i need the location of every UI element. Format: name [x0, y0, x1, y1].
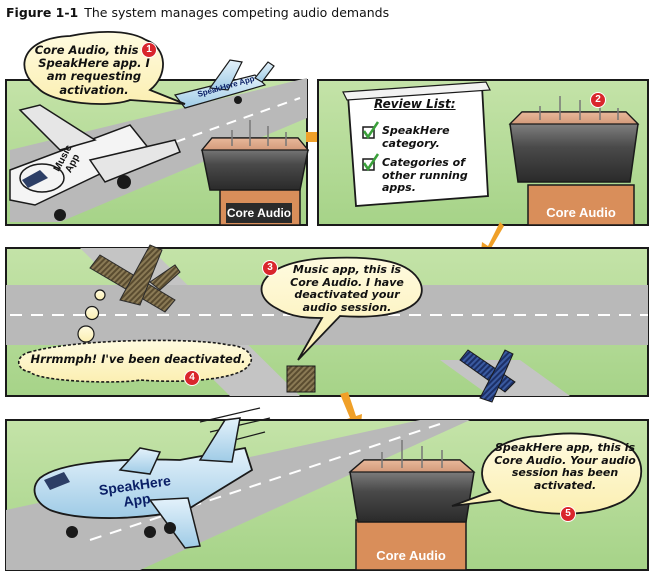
- tower-1: [200, 120, 310, 226]
- step-badge-5: 5: [560, 506, 576, 522]
- checkmark-icon: [362, 121, 380, 140]
- thought-dot: [77, 325, 95, 343]
- step-badge-2: 2: [590, 92, 606, 108]
- panel-3: [5, 244, 649, 403]
- thought-dot: [94, 289, 106, 301]
- panel-1: [5, 31, 310, 226]
- tower-top-view: [286, 365, 316, 393]
- music-plane-shadow: [89, 244, 181, 313]
- figure-title: The system manages competing audio deman…: [84, 5, 390, 20]
- deactivation-bubble-text: Music app, this is Core Audio. I have de…: [290, 263, 404, 314]
- tower-4: [348, 440, 476, 571]
- step-badge-4: 4: [184, 370, 200, 386]
- step-badge-3: 3: [262, 260, 278, 276]
- music-thought-text: Hrrmmph! I've been deactivated.: [30, 352, 246, 366]
- speakhere-plane-shadow: [459, 349, 516, 403]
- thought-dot: [84, 305, 100, 321]
- tower-2: [508, 96, 640, 226]
- core-audio-label-2: Core Audio: [546, 205, 616, 220]
- core-audio-label-1: Core Audio: [226, 206, 292, 220]
- deactivation-speech-bubble: [260, 256, 423, 361]
- panel-4: [5, 407, 649, 571]
- step-badge-1: 1: [141, 42, 157, 58]
- speakhere-plane-small: [173, 59, 275, 109]
- review-list-title: Review List:: [374, 97, 456, 111]
- review-item-2: Categories of other running apps.: [382, 156, 468, 195]
- activation-speech-bubble: [451, 432, 642, 515]
- core-audio-label-4: Core Audio: [376, 548, 446, 563]
- figure-label: Figure 1-1: [6, 5, 79, 20]
- figure-caption: Figure 1-1 The system manages competing a…: [6, 5, 389, 20]
- activation-bubble-text: SpeakHere app, this is Core Audio. Your …: [494, 441, 636, 492]
- speakhere-plane-large: [33, 417, 254, 549]
- review-list-card: [342, 81, 491, 207]
- music-app-plane: [9, 104, 181, 221]
- review-item-1: SpeakHere category.: [382, 124, 450, 150]
- checkmark-icon: [362, 153, 380, 172]
- request-bubble-text: Core Audio, this is SpeakHere app. I am …: [34, 43, 154, 97]
